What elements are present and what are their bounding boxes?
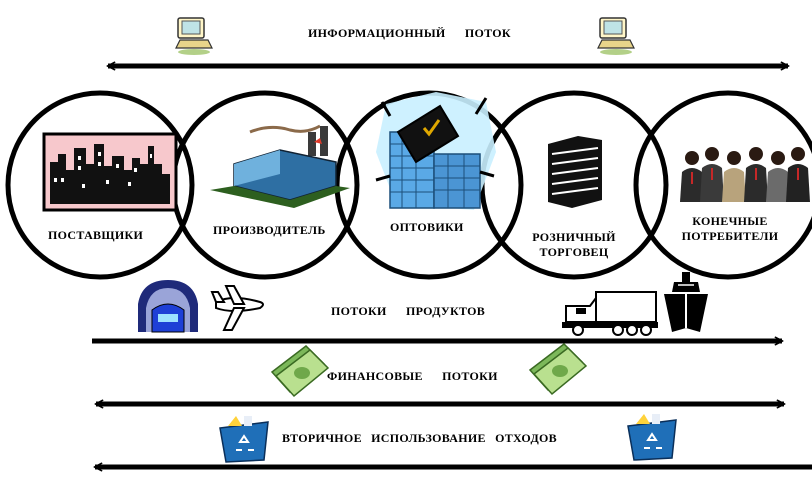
wholesalers-circle xyxy=(334,90,524,280)
city-skyline-icon xyxy=(42,132,178,212)
money-stack-icon xyxy=(528,343,588,396)
financial-flow-label: ФИНАНСОВЫЕ ПОТОКИ xyxy=(327,369,498,383)
products-flow-label: ПОТОКИ ПРОДУКТОВ xyxy=(331,304,486,318)
consumers-circle xyxy=(633,90,812,280)
information-flow-label: ИНФОРМАЦИОННЫЙ ПОТОК xyxy=(308,26,511,40)
retailer-label: РОЗНИЧНЫЙ ТОРГОВЕЦ xyxy=(524,230,624,260)
manufacturer-label: ПРОИЗВОДИТЕЛЬ xyxy=(213,223,326,237)
factory-icon xyxy=(210,124,350,208)
recycling-flow-label: ВТОРИЧНОЕ ИСПОЛЬЗОВАНИЕ ОТХОДОВ xyxy=(282,431,557,445)
ship-icon xyxy=(664,272,708,332)
consumers-label-line1: КОНЕЧНЫЕ xyxy=(692,214,768,228)
retailer-label-line2: ТОРГОВЕЦ xyxy=(539,245,609,259)
wholesalers-label: ОПТОВИКИ xyxy=(390,220,464,234)
office-building-icon xyxy=(375,92,496,210)
people-group-icon xyxy=(680,147,810,202)
money-stack-icon xyxy=(270,345,330,398)
suppliers-circle xyxy=(5,90,195,280)
recycle-bin-icon xyxy=(627,414,677,461)
retailer-label-line1: РОЗНИЧНЫЙ xyxy=(532,230,616,244)
recycle-bin-icon xyxy=(219,416,269,463)
store-building-icon xyxy=(548,136,602,208)
tunnel-train-icon xyxy=(138,280,198,333)
truck-icon xyxy=(562,291,658,336)
suppliers-label: ПОСТАВЩИКИ xyxy=(48,228,144,242)
computer-icon xyxy=(175,17,213,55)
consumers-label-line2: ПОТРЕБИТЕЛИ xyxy=(681,229,779,243)
computer-icon xyxy=(597,17,635,55)
airplane-icon xyxy=(210,285,264,331)
consumers-label: КОНЕЧНЫЕ ПОТРЕБИТЕЛИ xyxy=(674,214,786,244)
